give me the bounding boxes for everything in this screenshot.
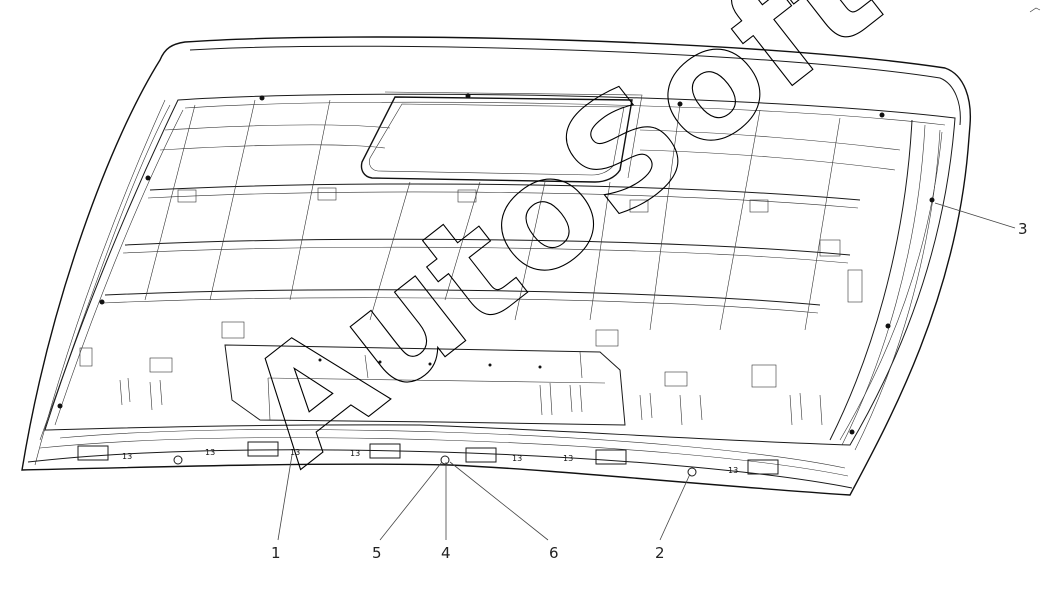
callout-1: 1 bbox=[271, 544, 281, 562]
front-clips bbox=[77, 441, 779, 477]
leader-lines bbox=[277, 202, 1016, 541]
callout-4: 4 bbox=[441, 544, 451, 562]
part-mark: 13 bbox=[728, 466, 738, 475]
center-reinforcement-plate bbox=[224, 344, 626, 426]
callout-2: 2 bbox=[655, 544, 665, 562]
corner-mark bbox=[1029, 7, 1041, 13]
callout-5: 5 bbox=[372, 544, 382, 562]
front-lip-strip bbox=[27, 429, 853, 489]
fastener-dots bbox=[57, 93, 935, 435]
part-mark: 13 bbox=[512, 454, 522, 463]
callout-6: 6 bbox=[549, 544, 559, 562]
part-mark: 13 bbox=[350, 449, 360, 458]
longitudinal-ribs bbox=[144, 99, 841, 331]
part-mark: 13 bbox=[205, 448, 215, 457]
right-side-rail bbox=[829, 119, 941, 451]
interior-brackets bbox=[79, 187, 863, 388]
callout-3: 3 bbox=[1018, 220, 1028, 238]
callout-labels: 1 5 4 6 2 3 bbox=[271, 220, 1028, 562]
part-mark: 13 bbox=[122, 452, 132, 461]
part-marks: 13 13 13 13 13 13 13 bbox=[122, 448, 738, 475]
part-mark: 13 bbox=[563, 454, 573, 463]
roof-bows bbox=[102, 124, 901, 314]
stiffener-ticks bbox=[119, 377, 823, 426]
part-mark: 13 bbox=[290, 448, 300, 457]
sunroof-opening bbox=[360, 91, 643, 183]
